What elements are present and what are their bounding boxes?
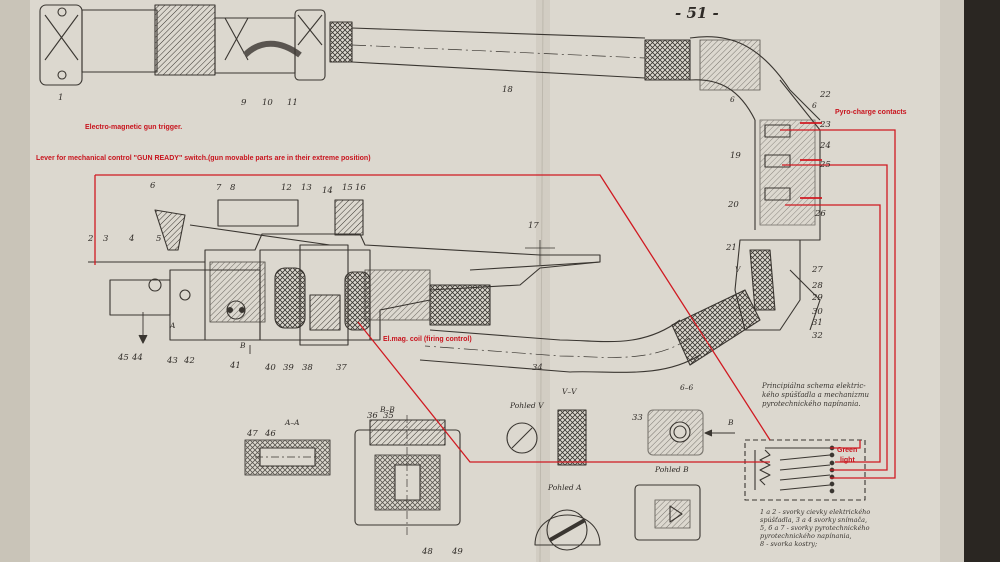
- part-46: 46: [264, 429, 276, 439]
- part-18: 18: [502, 85, 513, 95]
- part-15: 15: [342, 183, 353, 193]
- part-10: 10: [262, 98, 273, 108]
- part-21: 21: [725, 243, 737, 253]
- annotation-light: light: [840, 457, 855, 464]
- label-6-right: 6: [812, 101, 817, 110]
- label-pohled-b: Pohled B: [654, 465, 689, 474]
- label-arrow-b-right: B: [727, 418, 734, 427]
- part-16: 16: [355, 183, 366, 193]
- part-12: 12: [281, 183, 292, 193]
- wiring-schematic: [744, 439, 866, 501]
- label-pohled-v: Pohled V: [509, 401, 545, 410]
- annotation-trigger: Electro-magnetic gun trigger.: [85, 124, 183, 131]
- part-41: 41: [229, 361, 241, 371]
- top-connector: [39, 4, 353, 86]
- part-8: 8: [230, 183, 236, 193]
- part-25: 25: [819, 160, 831, 170]
- part-23: 23: [819, 120, 831, 130]
- part-47: 47: [246, 429, 258, 439]
- part-30: 30: [812, 307, 823, 317]
- part-49: 49: [451, 547, 463, 557]
- part-24: 24: [819, 141, 831, 151]
- view-a: [534, 509, 601, 551]
- part-20: 20: [727, 200, 739, 210]
- label-arrow-b: B: [239, 341, 246, 350]
- part-4: 4: [128, 234, 134, 244]
- part-33: 33: [632, 413, 643, 423]
- trigger-mechanism: [88, 199, 601, 346]
- part-2: 2: [87, 234, 93, 244]
- part-39: 39: [283, 363, 294, 373]
- part-14: 14: [322, 186, 333, 196]
- section-a-a: [244, 439, 331, 476]
- part-22: 22: [819, 90, 831, 100]
- label-arrow-a: A: [169, 321, 176, 330]
- right-hose: [644, 36, 821, 331]
- part-11: 11: [287, 98, 298, 108]
- label-v-v: V–V: [562, 387, 578, 396]
- part-38: 38: [302, 363, 313, 373]
- top-cable-lower: [351, 61, 646, 79]
- part-1: 1: [58, 93, 63, 103]
- part-28: 28: [811, 281, 823, 291]
- part-45: 45: [117, 353, 129, 363]
- top-cable-upper: [351, 27, 646, 39]
- part-34: 34: [532, 363, 543, 373]
- part-17: 17: [528, 221, 539, 231]
- label-6-6: 6–6: [680, 383, 694, 392]
- view-v: [506, 409, 587, 466]
- part-19: 19: [730, 151, 741, 161]
- annotation-lever: Lever for mechanical control "GUN READY"…: [36, 155, 371, 162]
- page-number: - 51 -: [675, 4, 719, 22]
- part-37: 37: [336, 363, 347, 373]
- label-b-b-top: B–B: [379, 405, 395, 414]
- annotation-pyro: Pyro-charge contacts: [835, 109, 907, 116]
- label-6-upper: 6: [730, 95, 735, 104]
- part-9: 9: [241, 98, 247, 108]
- part-35: 35: [383, 411, 394, 421]
- part-31: 31: [812, 318, 823, 328]
- schema-caption: Principiálna schema elektric- kého spúšť…: [762, 382, 869, 408]
- annotation-coil: El.mag. coil (firing control): [383, 336, 472, 343]
- part-40: 40: [264, 363, 276, 373]
- part-42: 42: [183, 356, 195, 366]
- part-44: 44: [131, 353, 143, 363]
- part-13: 13: [301, 183, 312, 193]
- section-b-b: [354, 415, 461, 535]
- section-6-6: [647, 409, 735, 456]
- part-48: 48: [421, 547, 433, 557]
- annotation-wires: [94, 122, 896, 479]
- view-b: [634, 484, 701, 541]
- paper-sheet: [0, 0, 964, 562]
- label-pohled-a: Pohled A: [547, 483, 582, 492]
- annotation-green: Green: [837, 447, 858, 454]
- part-6: 6: [150, 181, 156, 191]
- part-29: 29: [811, 293, 823, 303]
- view-labels: Pohled V V–V B–B A–A 6–6 Pohled B Pohled…: [169, 95, 817, 492]
- part-3: 3: [103, 234, 108, 244]
- label-a-a: A–A: [284, 418, 300, 427]
- label-arrow-v: V: [735, 265, 742, 274]
- part-27: 27: [811, 265, 823, 275]
- legend-caption: 1 a 2 - svorky cievky elektrického spúšť…: [760, 508, 871, 548]
- part-36: 36: [367, 411, 378, 421]
- part-26: 26: [814, 209, 826, 219]
- part-7: 7: [216, 183, 222, 193]
- lower-hose-sleeve: [671, 289, 761, 366]
- part-32: 32: [812, 331, 823, 341]
- part-5: 5: [156, 234, 161, 244]
- part-43: 43: [166, 356, 178, 366]
- part-labels: 1 2 3 4 5 6 7 8 9 10 11 12 13 14 15 16 1…: [58, 85, 831, 557]
